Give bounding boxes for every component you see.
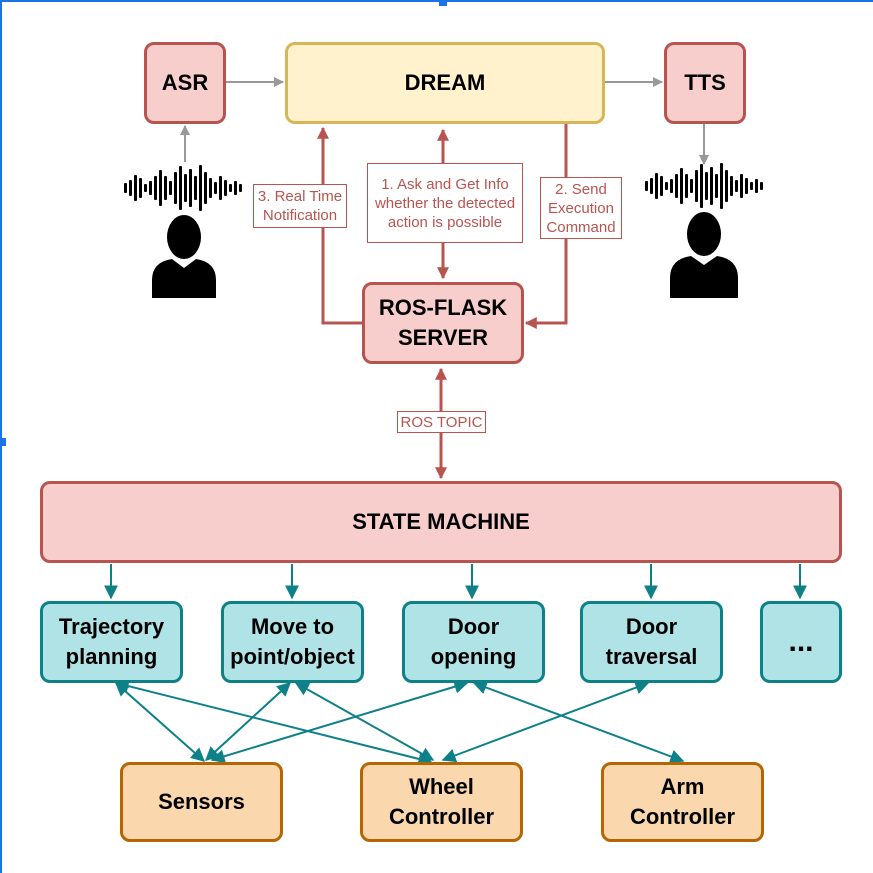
waveform-icon-right <box>645 163 763 209</box>
skill-door-traversal[interactable]: Door traversal <box>580 601 723 683</box>
state-machine-node[interactable]: STATE MACHINE <box>40 481 842 563</box>
skill-door-opening[interactable]: Door opening <box>402 601 545 683</box>
selection-edge-top <box>0 0 873 2</box>
waveform-icon-left <box>124 165 242 211</box>
tts-node[interactable]: TTS <box>664 42 746 124</box>
person-icon-right <box>670 212 738 298</box>
hardware-arrows <box>114 679 685 766</box>
skill-trajectory-planning[interactable]: Trajectory planning <box>40 601 183 683</box>
selection-edge-left <box>0 0 2 873</box>
selection-handle-left[interactable] <box>0 438 6 446</box>
skill-move-to-point[interactable]: Move to point/object <box>221 601 364 683</box>
speech-arrows <box>180 77 709 165</box>
dispatch-arrows <box>104 564 807 600</box>
notification-label: 3. Real Time Notification <box>253 184 347 228</box>
ros-topic-label: ROS TOPIC <box>397 411 486 433</box>
hardware-arm-controller[interactable]: Arm Controller <box>601 762 764 842</box>
hardware-sensors[interactable]: Sensors <box>120 762 283 842</box>
ros-flask-server-node[interactable]: ROS-FLASK SERVER <box>362 282 524 364</box>
dream-node[interactable]: DREAM <box>285 42 605 124</box>
asr-node[interactable]: ASR <box>144 42 226 124</box>
hardware-wheel-controller[interactable]: Wheel Controller <box>360 762 523 842</box>
skill-more[interactable]: ... <box>760 601 842 683</box>
ask-info-label: 1. Ask and Get Info whether the detected… <box>367 163 523 243</box>
person-icon-left <box>152 215 216 298</box>
send-command-label: 2. Send Execution Command <box>540 177 622 239</box>
selection-handle-top[interactable] <box>439 0 447 6</box>
